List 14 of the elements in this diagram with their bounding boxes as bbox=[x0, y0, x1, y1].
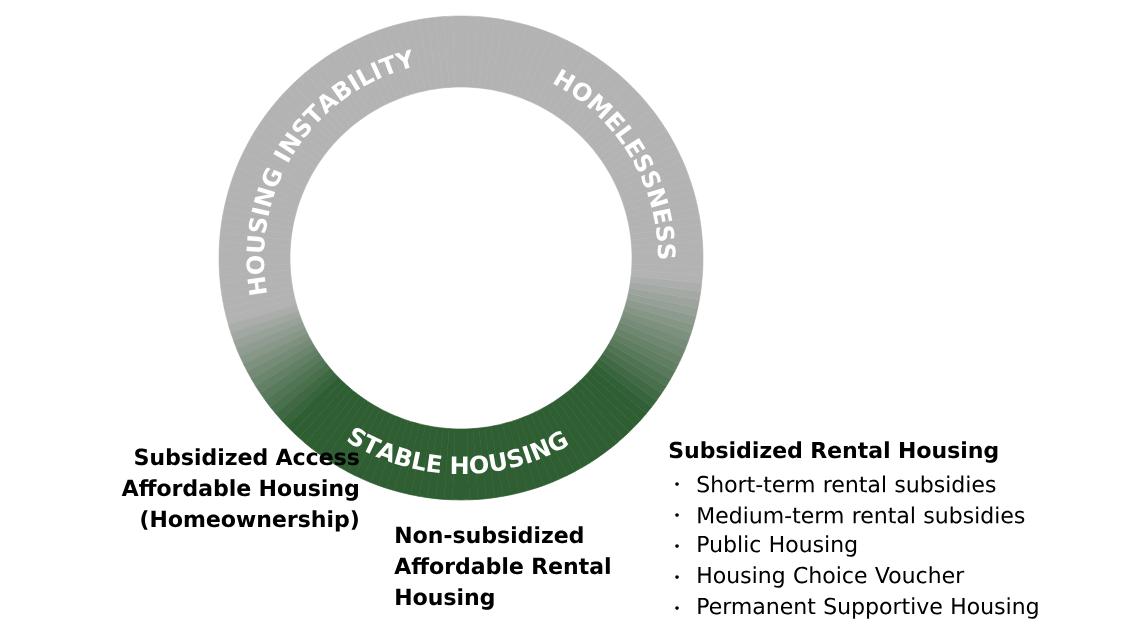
node-label: H bbox=[247, 277, 267, 295]
node-label: S bbox=[248, 218, 268, 233]
heading-text: Non-subsidized Affordable Rental Housing bbox=[394, 526, 610, 610]
list-item: Public Housing bbox=[698, 535, 857, 557]
list-item: Medium-term rental subsidies bbox=[698, 506, 1025, 524]
list-item: Permanent Supportive Housing bbox=[698, 597, 1038, 619]
node-label: G bbox=[262, 167, 282, 187]
list-item: Housing Choice Voucher bbox=[698, 566, 965, 588]
node-label: I bbox=[251, 207, 270, 216]
node-label: Y bbox=[394, 49, 412, 70]
node-label: N bbox=[253, 186, 276, 208]
node-label: O bbox=[246, 255, 265, 274]
node-label: U bbox=[246, 235, 265, 252]
heading-text: Subsidized Rental Housing bbox=[669, 441, 998, 463]
